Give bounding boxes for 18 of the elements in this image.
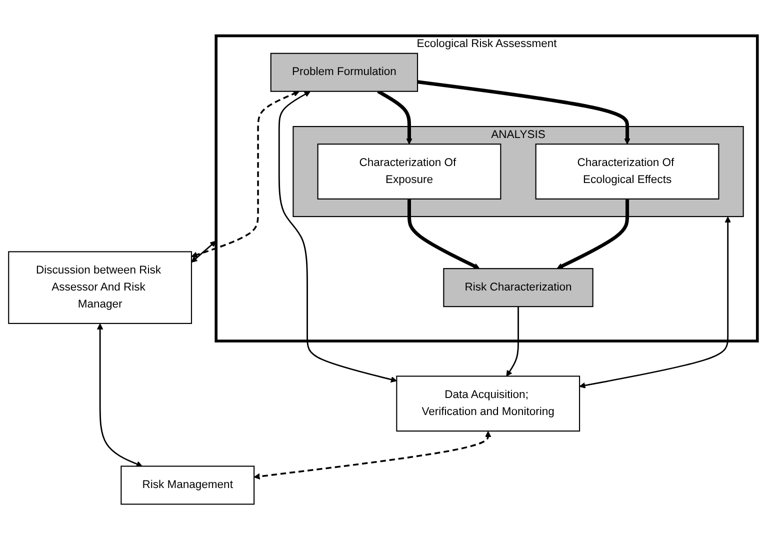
arrow <box>579 216 731 388</box>
node-box: Problem Formulation <box>270 52 418 92</box>
node-box: Characterization Of Exposure <box>317 144 502 200</box>
arrow <box>278 91 397 383</box>
arrow <box>556 198 630 269</box>
arrow <box>377 90 412 144</box>
node-box: Discussion between Risk Assessor And Risk Manager <box>8 251 192 324</box>
node-box: Risk Characterization <box>443 268 594 308</box>
arrow <box>506 306 519 376</box>
arrow <box>254 431 492 480</box>
arrow <box>407 198 480 269</box>
node-box: Data Acquisition; Verification and Monitoring <box>396 376 580 432</box>
arrow <box>96 323 142 467</box>
node-box: Risk Management <box>120 466 255 505</box>
arrow <box>191 90 300 258</box>
arrow <box>417 80 630 144</box>
arrow <box>191 240 216 263</box>
node-box: Characterization Of Ecological Effects <box>535 144 720 200</box>
